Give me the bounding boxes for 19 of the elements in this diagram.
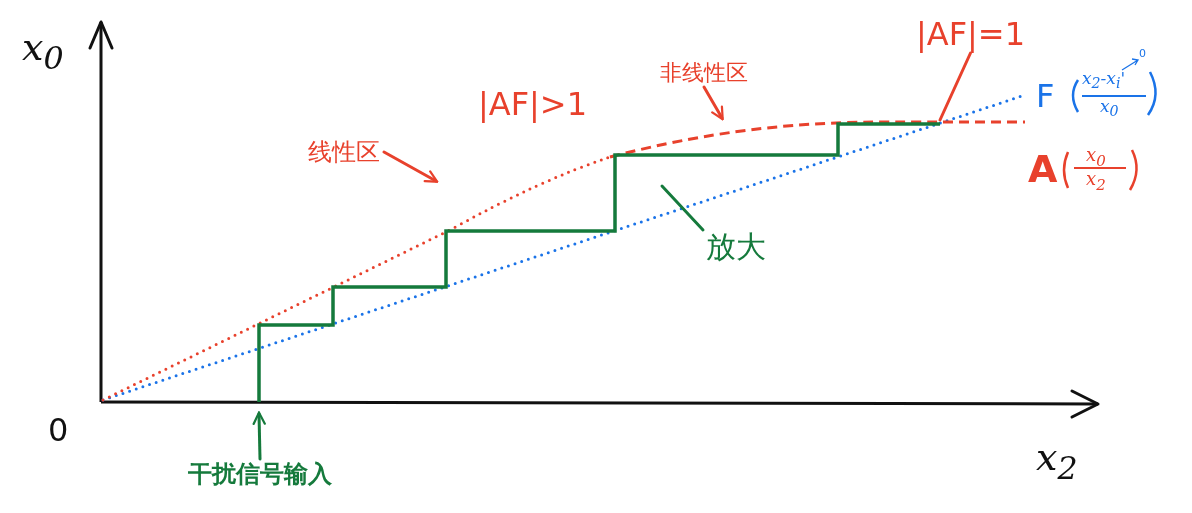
region-label: 非线性区 [660,62,748,84]
region-label: 线性区 [308,140,380,164]
formula-label: x$_{2}$-x$_{i}$' [1082,70,1126,91]
arrow [252,411,266,461]
formula-label: x$_{0}$ [1086,146,1106,169]
annotation-text: 放大 [706,232,766,262]
formula-label: 0 [1139,48,1146,59]
origin-label: 0 [48,414,69,446]
formula-label: A [1028,150,1058,188]
leader-line [938,51,972,122]
formula-label: x$_{0}$ [1100,98,1119,119]
formula-label: F [1036,80,1055,112]
annotation-text: 干扰信号输入 [188,462,332,486]
axis-label: x$_{2}$ [1036,438,1078,485]
axis-label: x$_{0}$ [22,28,64,75]
arrow [702,85,724,121]
arrow [382,150,439,183]
formula-label: x$_{2}$ [1086,170,1106,193]
leader-line [660,184,705,232]
